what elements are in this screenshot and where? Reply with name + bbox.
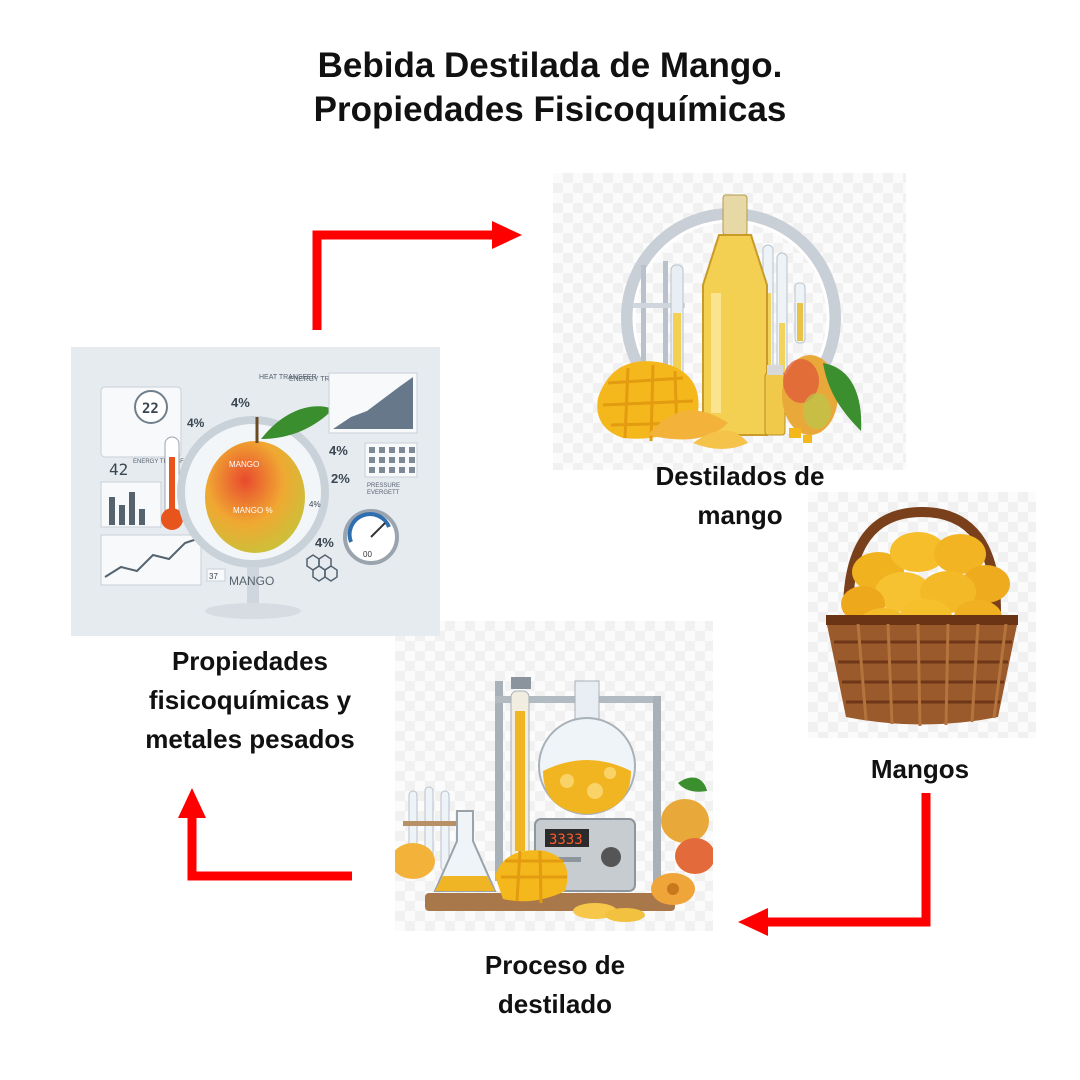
diagram-title: Bebida Destilada de Mango. Propiedades F… (0, 44, 1080, 132)
arrow-right-icon (312, 221, 522, 330)
distillates-image (553, 173, 906, 470)
readout-4: 4% (329, 443, 348, 458)
arrow-down-left-icon (738, 793, 931, 936)
node-label-distillates: Destilados de mango (655, 461, 825, 530)
readout-2: 4% (231, 395, 250, 410)
mango-label-0: MANGO (229, 460, 259, 469)
physicochemical-dashboard-image: 22 42 ENERGY TRANSF HEAT TRANSFER ENERGY… (71, 347, 440, 636)
chip-energy-transf: ENERGY TRANSF (133, 459, 184, 465)
gauge-value: 00 (363, 550, 372, 559)
readout-1: 42 (109, 460, 128, 479)
chip-heat-transfer: HEAT TRANSFER (259, 374, 317, 381)
distillation-process-image: 3333 (395, 621, 713, 931)
readout-0: 22 (142, 401, 159, 417)
chip-energy-transfer: ENERGY TRANSFER (289, 376, 358, 383)
title-line-1: Bebida Destilada de Mango. (317, 46, 783, 85)
readout-5: 2% (331, 471, 350, 486)
readout-7: 4% (309, 500, 321, 509)
chip-pressure: PRESSURE (367, 483, 400, 489)
chip-evergett: EVERGETT (367, 490, 400, 496)
arrow-up-icon (178, 788, 352, 881)
node-label-mangos: Mangos (870, 754, 970, 784)
node-label-properties: Propiedades fisicoquímicas y metales pes… (145, 646, 355, 754)
mango-label-1: MANGO % (233, 506, 273, 515)
badge: 37 (209, 572, 218, 581)
mango-label-2: MANGO (229, 574, 274, 588)
node-label-distillation: Proceso de destilado (484, 950, 626, 1019)
mangos-basket-image (808, 492, 1036, 738)
readout-3: 4% (187, 416, 205, 430)
readout-6: 4% (315, 535, 334, 550)
title-line-2: Propiedades Fisicoquímicas (313, 90, 787, 129)
distiller-display-readout: 3333 (549, 832, 583, 848)
